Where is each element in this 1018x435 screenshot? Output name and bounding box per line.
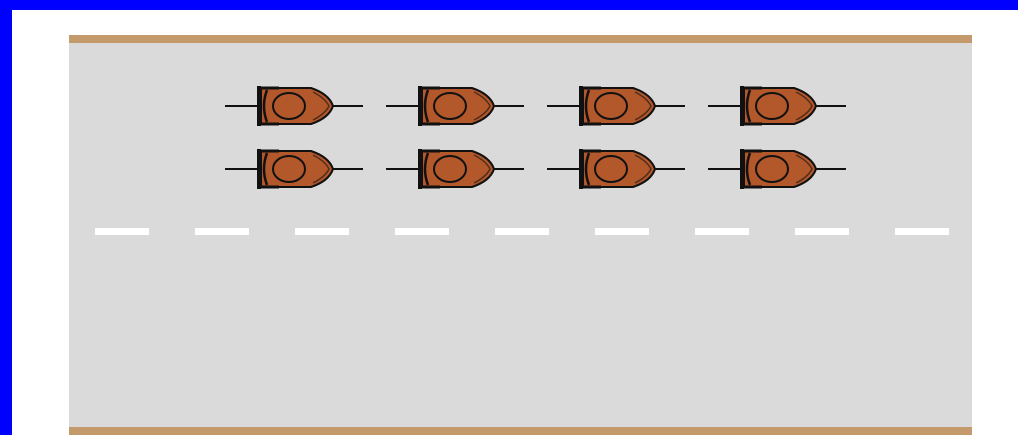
lane-dash (795, 228, 849, 235)
lane-dash (295, 228, 349, 235)
race-car-icon (221, 80, 371, 132)
race-car-icon (382, 80, 532, 132)
lane-dash (395, 228, 449, 235)
race-car-icon (382, 143, 532, 195)
race-car-icon (704, 80, 854, 132)
bottom-curb (69, 427, 972, 435)
race-car-icon (543, 143, 693, 195)
lane-divider (69, 228, 972, 236)
lane-dash (495, 228, 549, 235)
lane-dash (895, 228, 949, 235)
lane-dash (695, 228, 749, 235)
lane-dash (595, 228, 649, 235)
game-frame (12, 10, 1018, 435)
race-car-icon (543, 80, 693, 132)
race-car-icon (704, 143, 854, 195)
race-car-icon (221, 143, 371, 195)
lane-dash (95, 228, 149, 235)
top-curb (69, 35, 972, 43)
race-track (69, 35, 972, 435)
lane-dash (195, 228, 249, 235)
